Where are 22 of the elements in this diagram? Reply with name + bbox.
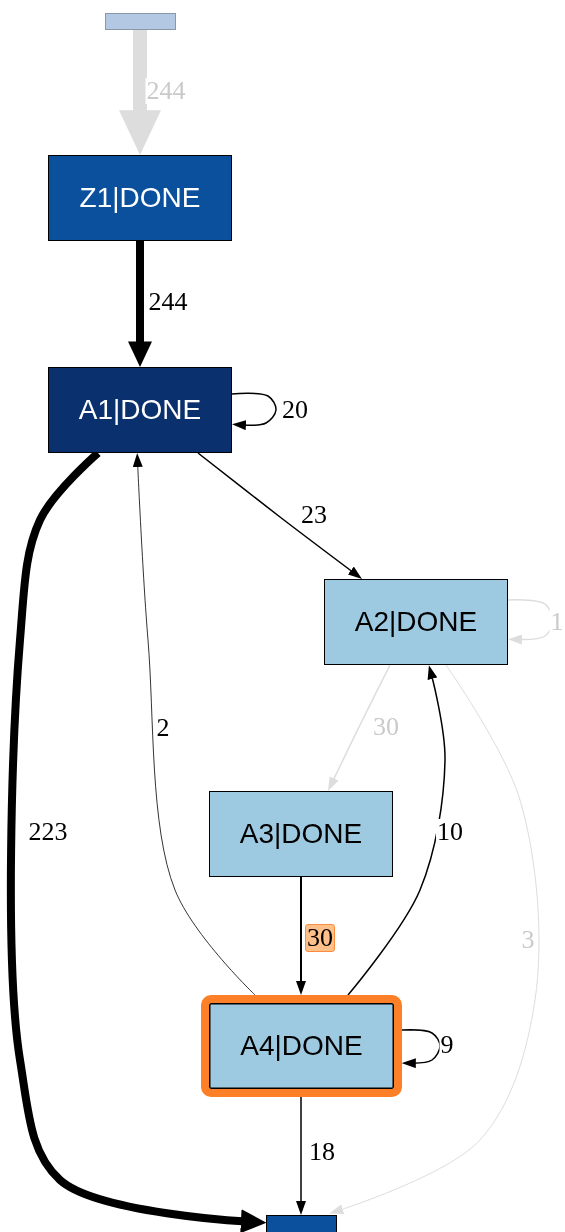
arrow xyxy=(128,241,152,367)
process-box xyxy=(201,995,402,1097)
node-label: A3|DONE xyxy=(239,818,363,850)
edge-label: 30 xyxy=(305,924,335,952)
arrow xyxy=(329,664,540,1214)
arrow xyxy=(231,392,277,431)
node-label: A1|DONE xyxy=(78,394,202,426)
arrow xyxy=(347,665,446,996)
bar-marker xyxy=(105,13,176,30)
process-box xyxy=(209,791,393,877)
process-box xyxy=(324,579,508,665)
arrow xyxy=(296,1096,306,1215)
process-box xyxy=(48,155,232,241)
arrow xyxy=(296,876,306,995)
arrow xyxy=(119,30,161,155)
process-box xyxy=(48,367,232,453)
arrow xyxy=(401,1029,441,1069)
arrow xyxy=(328,664,391,791)
node-label: Z1|DONE xyxy=(79,182,201,214)
node-label: A2|DONE xyxy=(354,606,478,638)
node-label: A4|DONE xyxy=(240,1030,363,1062)
arrow xyxy=(197,452,363,579)
